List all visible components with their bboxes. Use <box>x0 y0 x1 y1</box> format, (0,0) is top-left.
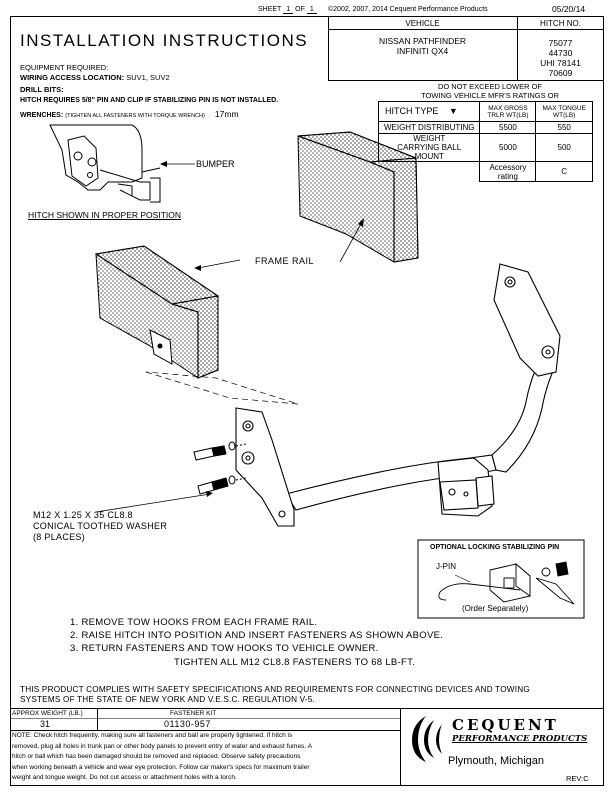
bumper-label: BUMPER <box>196 159 235 169</box>
date: 05/20/14 <box>552 4 586 14</box>
frame-rail-upper <box>297 131 419 263</box>
hitch-pin-note: HITCH REQUIRES 5/8" PIN AND CLIP IF STAB… <box>20 97 279 104</box>
wrench-size: 17mm <box>214 109 239 119</box>
hitch-assembly <box>235 263 561 527</box>
wiring-label: WIRING ACCESS LOCATION: <box>20 73 125 82</box>
sheet-indicator: SHEET 1 OF 1 <box>258 6 317 14</box>
step-item: 2. RAISE HITCH INTO POSITION AND INSERT … <box>70 630 444 641</box>
note-line: removed, plug all holes in trunk pan or … <box>12 742 312 750</box>
safety-note: NOTE: Check hitch frequently, making sur… <box>12 731 398 784</box>
frame-rail-label: FRAME RAIL <box>255 256 315 266</box>
warning-line: TOWING VEHICLE MFR'S RATINGS OR <box>421 91 559 100</box>
sheet-total: 1 <box>306 6 317 14</box>
hitch-numbers: 75077 44730 UHI 78141 70609 <box>517 38 604 78</box>
compliance-statement: THIS PRODUCT COMPLIES WITH SAFETY SPECIF… <box>20 685 530 705</box>
hitch-no-header: HITCH NO. <box>540 19 581 28</box>
equipment-required: EQUIPMENT REQUIRED: <box>20 63 109 72</box>
order-separately-label: (Order Separately) <box>462 604 529 613</box>
down-triangle-icon: ▼ <box>448 106 458 116</box>
note-line: when working beneath a vehicle and wear … <box>12 763 310 771</box>
vehicle-line: INFINITI QX4 <box>396 46 449 56</box>
step-item: 3. RETURN FASTENERS AND TOW HOOKS TO VEH… <box>70 643 379 654</box>
note-line: NOTE: Check hitch frequently, making sur… <box>12 732 293 739</box>
vehicle-list: NISSAN PATHFINDER INFINITI QX4 <box>328 36 517 56</box>
gross-header-line: MAX GROSS <box>488 104 528 112</box>
page-title: INSTALLATION INSTRUCTIONS <box>20 31 309 50</box>
hitch-number: 44730 <box>548 48 573 58</box>
row-tongue: 500 <box>535 133 593 162</box>
ratings-table: HITCH TYPE ▼ MAX GROSS TRLR WT(LB) MAX T… <box>377 101 593 182</box>
copyright: ©2002, 2007, 2014 Cequent Performance Pr… <box>328 6 488 13</box>
weight-label: APPROX WEIGHT (LB.) <box>12 710 83 717</box>
location: Plymouth, Michigan <box>448 755 544 767</box>
inset-hitch-drawing <box>49 124 161 203</box>
bolts <box>193 441 247 495</box>
vehicle-line: NISSAN PATHFINDER <box>378 36 467 46</box>
drill-bits: DRILL BITS: <box>20 85 64 94</box>
row-gross: Accessory rating <box>479 161 537 182</box>
revision: REV:C <box>566 774 589 783</box>
frame-rail-lower <box>94 245 220 379</box>
instruction-steps: 1. REMOVE TOW HOOKS FROM EACH FRAME RAIL… <box>70 616 443 655</box>
hitch-position-label: HITCH SHOWN IN PROPER POSITION <box>28 210 182 220</box>
tongue-header-line: WT(LB) <box>552 111 576 119</box>
note-line: weight and tongue weight. Do not cut acc… <box>12 774 237 782</box>
weight-value: 31 <box>40 719 51 729</box>
ratings-warning: DO NOT EXCEED LOWER OF TOWING VEHICLE MF… <box>380 82 600 100</box>
note-line: hitch or ball which has been damaged sho… <box>12 753 301 761</box>
warning-line: DO NOT EXCEED LOWER OF <box>437 82 543 91</box>
tongue-header-line: MAX TONGUE <box>542 104 586 112</box>
stabilizing-title: OPTIONAL LOCKING STABILIZING PIN <box>430 544 560 551</box>
compliance-line: THIS PRODUCT COMPLIES WITH SAFETY SPECIF… <box>20 685 530 694</box>
wrenches-label: WRENCHES: <box>20 112 64 119</box>
fastener-line: (8 PLACES) <box>33 532 86 542</box>
gross-header-line: TRLR WT(LB) <box>487 111 529 119</box>
kit-label: FASTENER KIT <box>170 710 217 717</box>
wrenches-note: (TIGHTEN ALL FASTENERS WITH TORQUE WRENC… <box>65 113 205 119</box>
sheet-label: SHEET <box>258 6 282 13</box>
row-tongue: C <box>535 161 593 182</box>
fastener-label: M12 X 1.25 X 35 CL8.8 CONICAL TOOTHED WA… <box>33 510 167 543</box>
wiring-access: WIRING ACCESS LOCATION: SUV1, SUV2 <box>20 73 170 82</box>
page-border <box>10 16 604 786</box>
sheet-number: 1 <box>283 6 294 14</box>
wiring-value: SUV1, SUV2 <box>126 73 170 82</box>
kit-value: 01130-957 <box>164 719 211 729</box>
jpin-label: J-PIN <box>436 562 456 571</box>
vehicle-header: VEHICLE <box>405 19 440 28</box>
fastener-line: M12 X 1.25 X 35 CL8.8 <box>33 510 133 520</box>
brand-name: CEQUENT <box>452 716 559 734</box>
brand-subtitle: PERFORMANCE PRODUCTS <box>452 734 588 744</box>
of-label: OF <box>295 6 305 13</box>
hitch-number: 75077 <box>548 38 573 48</box>
hitch-number: 70609 <box>548 68 573 78</box>
torque-note: TIGHTEN ALL M12 CL8.8 FASTENERS TO 68 LB… <box>174 657 416 668</box>
step-item: 1. REMOVE TOW HOOKS FROM EACH FRAME RAIL… <box>70 617 318 628</box>
compliance-line: SYSTEMS OF THE STATE OF NEW YORK AND V.E… <box>20 695 316 704</box>
hitch-type-label: HITCH TYPE <box>385 106 439 116</box>
fastener-line: CONICAL TOOTHED WASHER <box>33 521 168 531</box>
table-row: Accessory rating C <box>379 161 593 182</box>
wrenches: WRENCHES: (TIGHTEN ALL FASTENERS WITH TO… <box>20 109 239 119</box>
stabilizing-pin-drawing <box>438 561 575 605</box>
hitch-number: UHI 78141 <box>540 58 581 68</box>
